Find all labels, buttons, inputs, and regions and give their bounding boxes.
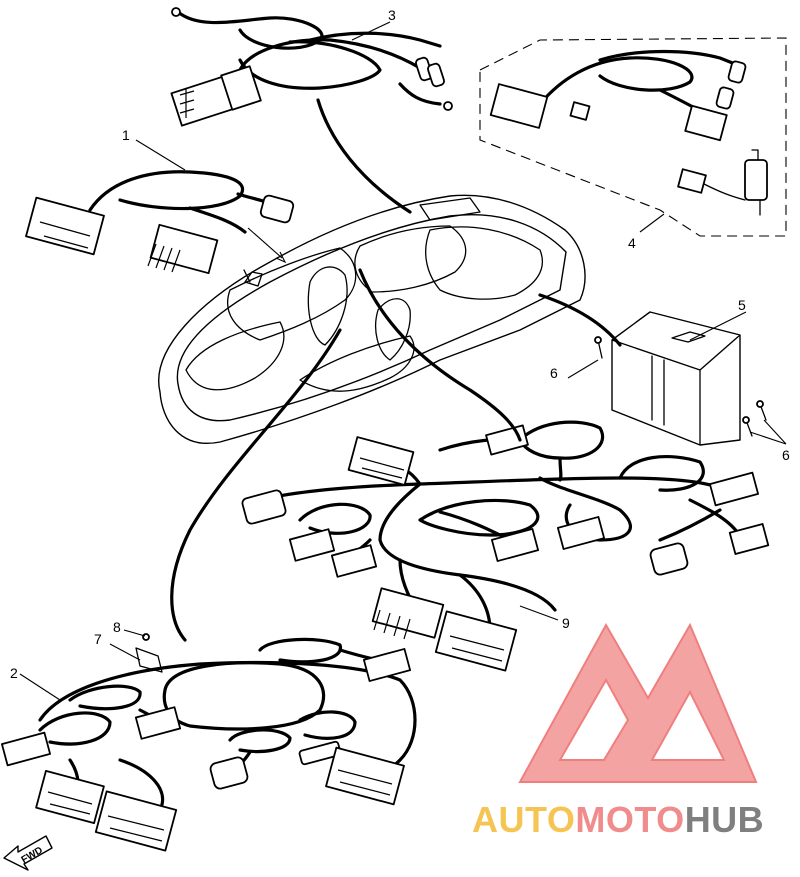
watermark-auto: AUTO	[472, 799, 575, 840]
boat-hull	[158, 194, 586, 444]
callout-9: 9	[562, 615, 570, 631]
callout-leaders	[19, 21, 787, 701]
watermark-logo: AUTOMOTOHUB	[472, 622, 764, 840]
callout-6-right: 6	[782, 447, 790, 463]
routing-wire-2	[358, 268, 522, 442]
harness-part-2	[1, 633, 417, 852]
callout-6-left: 6	[550, 365, 558, 381]
fwd-direction-arrow: FWD	[3, 835, 53, 871]
callout-2: 2	[10, 665, 18, 681]
callout-5: 5	[738, 297, 746, 313]
callout-7: 7	[94, 631, 102, 647]
routing-wire	[170, 328, 342, 642]
svg-text:AUTOMOTOHUB: AUTOMOTOHUB	[472, 799, 764, 840]
callout-4: 4	[628, 235, 636, 251]
battery-box-part-5	[538, 293, 741, 446]
watermark-moto: MOTO	[575, 799, 684, 840]
callout-3: 3	[388, 7, 396, 23]
callout-8: 8	[113, 619, 121, 635]
kit-box-part-4	[479, 37, 787, 237]
harness-part-3	[170, 7, 453, 214]
harness-part-9	[241, 420, 770, 672]
callout-1: 1	[122, 127, 130, 143]
screws-part-6	[594, 336, 767, 437]
harness-part-1	[25, 170, 295, 275]
watermark-hub: HUB	[685, 799, 765, 840]
